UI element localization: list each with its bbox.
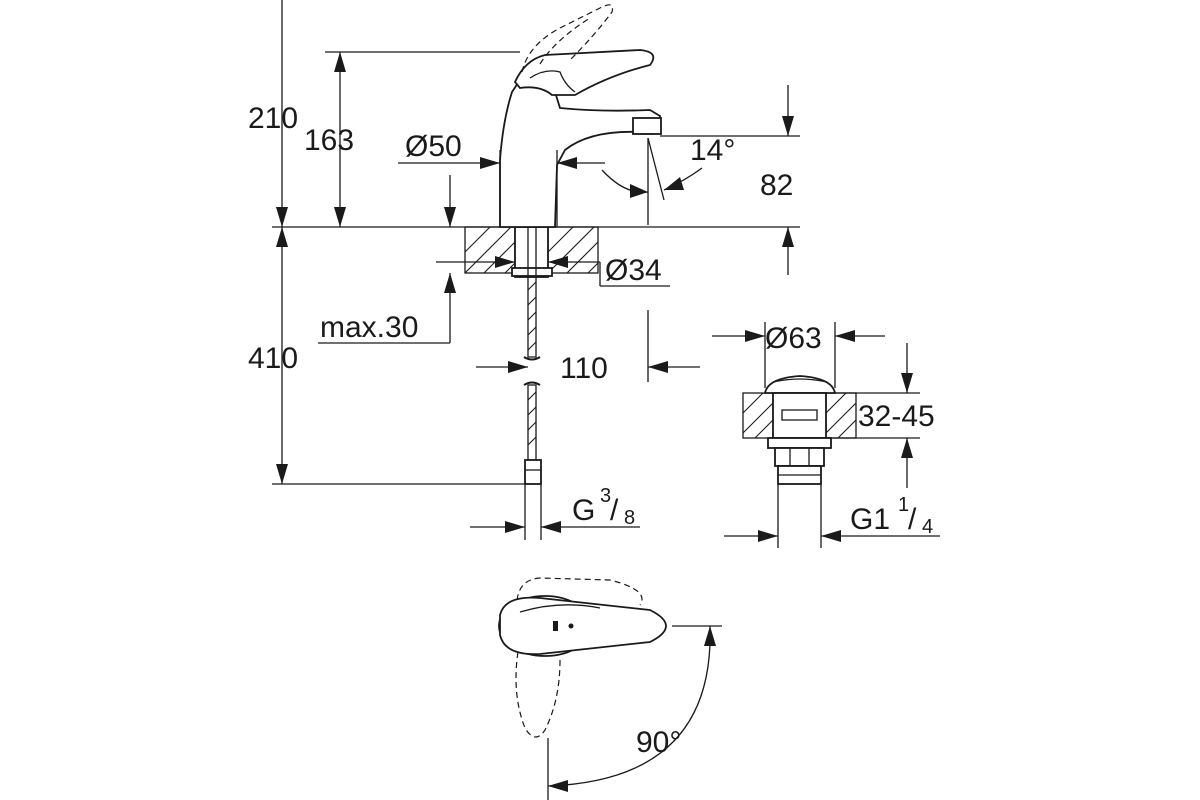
dim-reach: 110	[476, 310, 700, 385]
label-hose-thread: G	[572, 494, 595, 527]
waste-side-view	[742, 375, 857, 485]
waste-body	[772, 392, 827, 439]
label-waste-thread-num: 1	[898, 494, 909, 516]
top-lever	[499, 596, 667, 656]
dim-below-deck: 410	[248, 227, 525, 485]
fixing-nut	[511, 267, 553, 277]
dim-waste-range: 32-45	[826, 343, 935, 488]
label-hose-thread-slash: /	[610, 494, 619, 527]
label-shank-diameter: Ø34	[605, 254, 662, 287]
label-waste-thread-den: 4	[922, 516, 933, 538]
dim-total-height: 210	[248, 0, 298, 227]
label-waste-thread-slash: /	[908, 503, 917, 536]
worktop-section-left	[464, 226, 516, 274]
label-hose-thread-num: 3	[600, 485, 611, 507]
dim-shank-diameter: Ø34	[436, 254, 670, 287]
label-spout-height: 163	[304, 124, 354, 157]
label-waste-range: 32-45	[858, 400, 935, 433]
dim-hose-thread: G 3 / 8	[470, 484, 640, 540]
flexible-hose	[523, 276, 542, 485]
top-marker	[553, 621, 558, 631]
dim-waste-thread: G1 1 / 4	[724, 484, 940, 548]
label-waste-thread: G1	[850, 503, 890, 536]
label-below-deck: 410	[248, 342, 298, 375]
label-body-diameter: Ø50	[405, 130, 462, 163]
dim-max-deck: max.30	[318, 175, 456, 344]
hose-connector	[524, 459, 542, 485]
dim-spout-height: 163	[304, 51, 520, 227]
label-total-height: 210	[248, 102, 298, 135]
label-hose-thread-den: 8	[624, 507, 635, 529]
label-reach: 110	[560, 352, 608, 385]
faucet-side-view	[272, 4, 800, 485]
dim-spout-angle: 14°	[601, 134, 735, 225]
faucet-body	[499, 78, 661, 228]
dim-outlet-height: 82	[660, 85, 800, 275]
label-outlet-height: 82	[760, 169, 793, 202]
worktop-section-right	[547, 226, 599, 274]
dim-body-diameter: Ø50	[398, 130, 605, 227]
label-waste-diameter: Ø63	[765, 322, 822, 355]
lever	[513, 49, 655, 96]
label-lever-rotation: 90°	[636, 726, 681, 759]
label-spout-angle: 14°	[690, 134, 735, 167]
faucet-top-view	[498, 577, 667, 738]
dim-waste-diameter: Ø63	[712, 322, 885, 388]
label-max-deck: max.30	[320, 311, 418, 344]
aerator	[632, 117, 662, 135]
dim-lever-rotation: 90°	[547, 625, 722, 800]
